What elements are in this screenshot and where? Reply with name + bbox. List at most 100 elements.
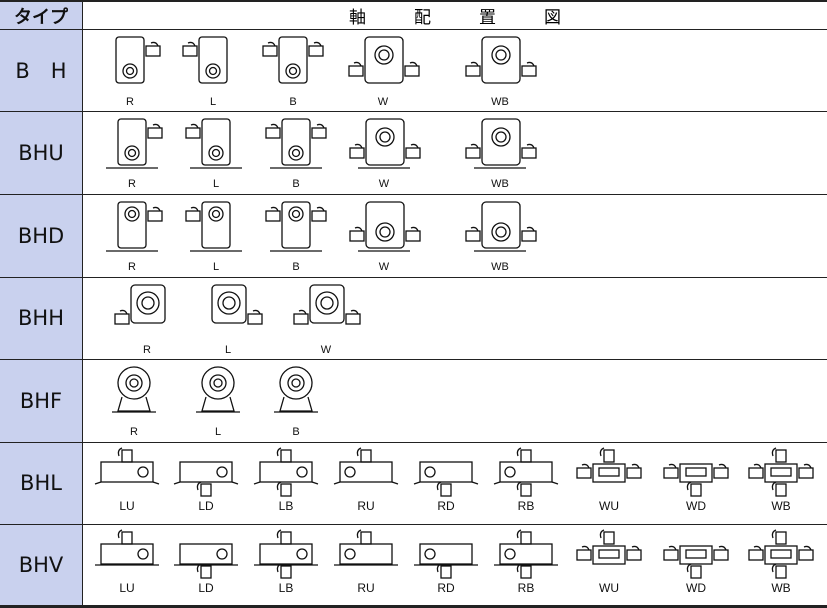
gearbox-drawing-icon: [486, 528, 566, 580]
gearbox-drawing-icon: [176, 198, 256, 260]
arrangement-label: W: [378, 261, 390, 273]
arrangement-label: B: [292, 261, 300, 273]
arrangement-label: LD: [198, 499, 214, 513]
gearbox-drawing-icon: [246, 446, 326, 498]
type-cell: BHF: [0, 359, 82, 442]
arrangement-diagram: LU: [87, 446, 167, 513]
gearbox-drawing-icon: [94, 363, 174, 425]
arrangement-diagram: L: [176, 198, 256, 273]
divider: [0, 29, 827, 30]
arrangement-diagram: WB: [741, 528, 821, 595]
arrangement-label: LU: [119, 499, 135, 513]
arrangement-label: L: [214, 426, 222, 438]
gearbox-drawing-icon: [343, 33, 423, 95]
header-title-char: 軸: [349, 8, 366, 28]
header-type: タイプ: [0, 2, 82, 29]
gearbox-drawing-icon: [256, 363, 336, 425]
gearbox-drawing-icon: [166, 528, 246, 580]
arrangement-label: WB: [491, 178, 509, 190]
arrangement-diagram: W: [344, 198, 424, 273]
arrangement-diagram: RU: [326, 528, 406, 595]
arrangement-label: W: [377, 96, 389, 108]
gearbox-drawing-icon: [406, 446, 486, 498]
arrangement-diagram: W: [344, 115, 424, 190]
gearbox-drawing-icon: [92, 115, 172, 177]
header-title-char: 置: [479, 8, 496, 28]
arrangement-label: R: [126, 96, 134, 108]
arrangement-diagram: B: [253, 33, 333, 108]
arrangement-label: WU: [599, 499, 619, 513]
divider: [0, 277, 827, 278]
gearbox-drawing-icon: [176, 115, 256, 177]
gearbox-drawing-icon: [92, 198, 172, 260]
arrangement-label: RU: [357, 499, 375, 513]
arrangement-diagram: R: [92, 115, 172, 190]
gearbox-drawing-icon: [344, 115, 424, 177]
arrangement-label: WD: [686, 499, 706, 513]
arrangement-label: R: [130, 426, 138, 438]
divider: [0, 359, 827, 360]
gearbox-drawing-icon: [344, 198, 424, 260]
gearbox-drawing-icon: [741, 528, 821, 580]
arrangement-label: B: [292, 178, 300, 190]
arrangement-label: B: [289, 96, 297, 108]
arrangement-diagram: B: [256, 198, 336, 273]
arrangement-diagram: R: [90, 33, 170, 108]
arrangement-diagram: RU: [326, 446, 406, 513]
arrangement-diagram: WD: [656, 528, 736, 595]
arrangement-diagram: L: [188, 281, 268, 356]
gearbox-drawing-icon: [406, 528, 486, 580]
arrangement-label: L: [212, 178, 220, 190]
gearbox-drawing-icon: [286, 281, 366, 343]
divider: [82, 0, 83, 608]
arrangement-label: WB: [771, 581, 791, 595]
arrangement-label: RD: [437, 499, 455, 513]
arrangement-diagram: WB: [741, 446, 821, 513]
arrangement-diagram: RB: [486, 528, 566, 595]
arrangement-diagram: L: [173, 33, 253, 108]
arrangement-diagram: LB: [246, 446, 326, 513]
arrangement-diagram: R: [94, 363, 174, 438]
arrangement-diagram: WU: [569, 446, 649, 513]
arrangement-label: WD: [686, 581, 706, 595]
arrangement-label: LB: [278, 499, 294, 513]
arrangement-diagram: WB: [460, 115, 540, 190]
arrangement-diagram: L: [176, 115, 256, 190]
type-cell: BHH: [0, 277, 82, 359]
arrangement-diagram: W: [286, 281, 366, 356]
arrangement-label: R: [143, 344, 151, 356]
header-title-char: 図: [544, 8, 561, 28]
arrangement-diagram: W: [343, 33, 423, 108]
arrangement-label: W: [320, 344, 332, 356]
gearbox-drawing-icon: [253, 33, 333, 95]
gearbox-drawing-icon: [107, 281, 187, 343]
gearbox-drawing-icon: [178, 363, 258, 425]
type-cell: B H: [0, 29, 82, 111]
arrangement-label: WU: [599, 581, 619, 595]
arrangement-label: L: [224, 344, 232, 356]
divider: [0, 442, 827, 443]
arrangement-diagram: R: [107, 281, 187, 356]
gearbox-drawing-icon: [326, 446, 406, 498]
gearbox-drawing-icon: [90, 33, 170, 95]
arrangement-label: RB: [517, 499, 535, 513]
type-cell: BHD: [0, 194, 82, 277]
header-title: 軸 配 置 図: [83, 2, 827, 29]
gearbox-drawing-icon: [460, 198, 540, 260]
gearbox-drawing-icon: [741, 446, 821, 498]
arrangement-diagram: LU: [87, 528, 167, 595]
gearbox-drawing-icon: [460, 115, 540, 177]
gearbox-drawing-icon: [569, 446, 649, 498]
header-title-char: 配: [414, 8, 431, 28]
divider: [0, 1, 827, 2]
arrangement-diagram: WB: [460, 198, 540, 273]
arrangement-label: L: [212, 261, 220, 273]
arrangement-label: WB: [491, 261, 509, 273]
gearbox-drawing-icon: [486, 446, 566, 498]
arrangement-label: B: [292, 426, 300, 438]
arrangement-label: RB: [517, 581, 535, 595]
arrangement-label: WB: [771, 499, 791, 513]
arrangement-label: RD: [437, 581, 455, 595]
arrangement-label: LD: [198, 581, 214, 595]
gearbox-drawing-icon: [87, 446, 167, 498]
